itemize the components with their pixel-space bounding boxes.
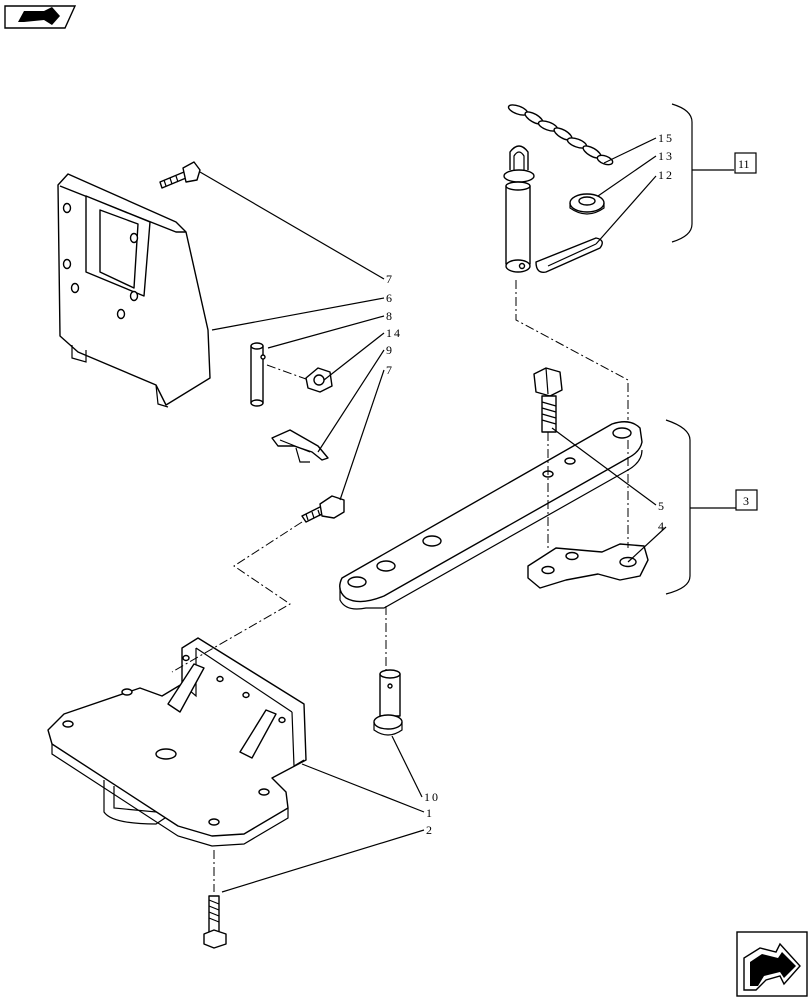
pin (250, 342, 266, 407)
callout-2: 2 (426, 823, 434, 837)
callout-13: 13 (658, 149, 674, 163)
callout-12: 12 (658, 168, 674, 182)
callout-9: 9 (386, 343, 394, 357)
callout-10: 10 (424, 790, 440, 804)
drawbar (339, 421, 643, 610)
lock-nut (305, 367, 333, 393)
swinging-clamp (527, 543, 649, 589)
base-plate (47, 637, 307, 847)
callout-7-top: 7 (386, 272, 394, 286)
callout-15: 15 (658, 131, 674, 145)
callout-4: 4 (658, 519, 666, 533)
bolt-top (159, 161, 201, 189)
callout-1: 1 (426, 806, 434, 820)
svg-text:3: 3 (743, 494, 749, 508)
chain (507, 104, 614, 166)
r-clip (271, 429, 329, 463)
svg-text:11: 11 (738, 157, 750, 171)
callout-6: 6 (386, 291, 394, 305)
mounting-bracket (57, 173, 211, 408)
washer (569, 193, 605, 215)
next-page-arrow-icon[interactable] (736, 931, 808, 997)
clevis-pin (373, 669, 403, 736)
group-ref-3[interactable]: 3 (735, 489, 758, 511)
book-arrow-icon[interactable] (4, 5, 77, 29)
spring-clip (535, 237, 603, 273)
callout-5: 5 (658, 499, 666, 513)
group-ref-11[interactable]: 11 (734, 152, 757, 174)
bolt-lower (301, 495, 345, 523)
callout-7-lower: 7 (386, 363, 394, 377)
hex-bolt (533, 367, 563, 433)
callout-14: 14 (386, 326, 402, 340)
callout-8: 8 (386, 309, 394, 323)
bottom-bolt (203, 895, 227, 949)
leader-lines (199, 103, 736, 893)
hitch-pin (503, 145, 535, 273)
alignment-lines (171, 280, 629, 892)
pin-axis-line (266, 364, 307, 380)
